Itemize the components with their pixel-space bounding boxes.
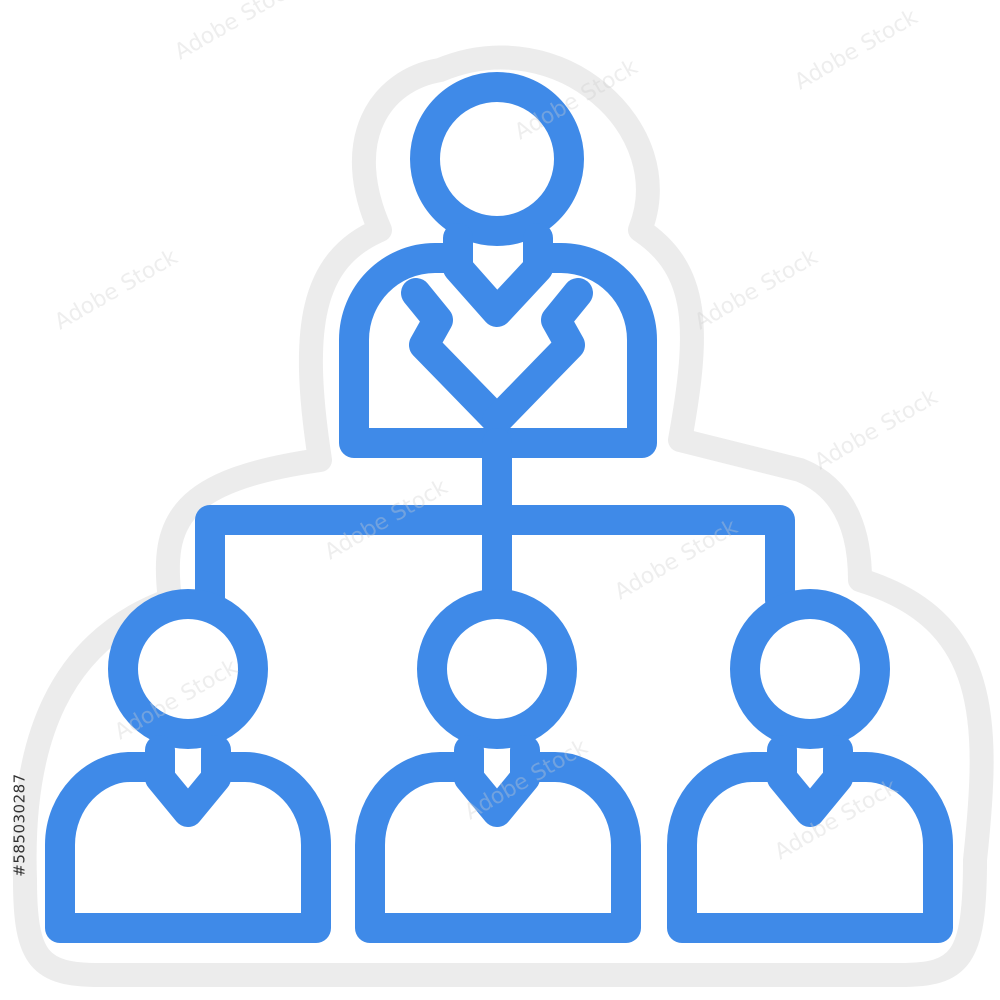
branch-line [195,505,795,615]
manager-collar [443,223,553,327]
employee-collar [767,735,853,827]
employee-head [108,589,268,749]
sticker-border [12,45,994,987]
employee-head [730,589,890,749]
manager-person [339,72,657,458]
employee-body [355,752,641,943]
employee-body [45,752,331,943]
stock-id-label: #585030287 [5,760,35,890]
employee-head [417,589,577,749]
watermark-text: Adobe Stock [171,0,303,65]
manager-lapel-left [401,278,512,435]
employee-person-left [45,589,331,943]
employee-collar [454,735,540,827]
watermark-text: Adobe Stock [691,245,823,336]
manager-lapel-right [482,278,593,435]
employee-person-middle [355,589,641,943]
watermark-text: Adobe Stock [51,245,183,336]
watermark-text: Adobe Stock [791,5,923,96]
watermark-text: Adobe Stock [811,385,943,476]
stock-id-text: #585030287 [11,773,29,877]
employee-collar [145,735,231,827]
org-connectors [195,428,795,615]
employee-person-right [667,589,953,943]
employee-body [667,752,953,943]
manager-head [410,72,584,246]
